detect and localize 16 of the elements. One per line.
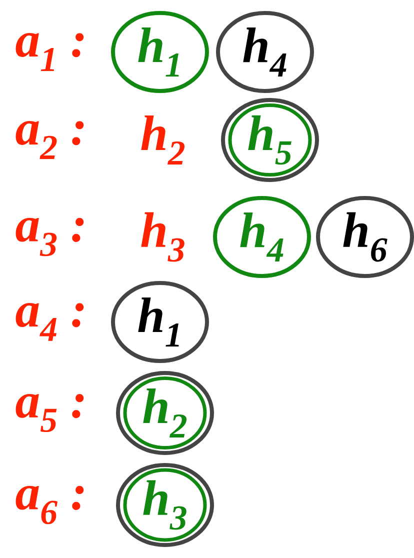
variable-label: a$_{3}$ :: [16, 218, 84, 256]
variable-label: h$_{3}$: [141, 212, 184, 262]
circled-variable: h$_{6}$: [316, 196, 414, 278]
circled-variable: h$_{4}$: [213, 196, 311, 278]
variable-label: a$_{4}$ :: [16, 303, 84, 341]
circled-variable: h$_{5}$: [221, 98, 319, 182]
circled-variable: h$_{2}$: [116, 371, 214, 455]
circled-variable: h$_{1}$: [111, 281, 209, 363]
variable-label: h$_{2}$: [141, 115, 185, 165]
variable-label: a$_{1}$ :: [16, 33, 84, 71]
variable-label: a$_{6}$ :: [16, 486, 84, 524]
circled-variable: h$_{1}$: [111, 11, 209, 93]
variable-label: a$_{5}$ :: [16, 394, 84, 432]
circled-variable: h$_{4}$: [216, 11, 314, 93]
variable-label: a$_{2}$ :: [16, 121, 84, 159]
circled-variable: h$_{3}$: [116, 463, 214, 547]
